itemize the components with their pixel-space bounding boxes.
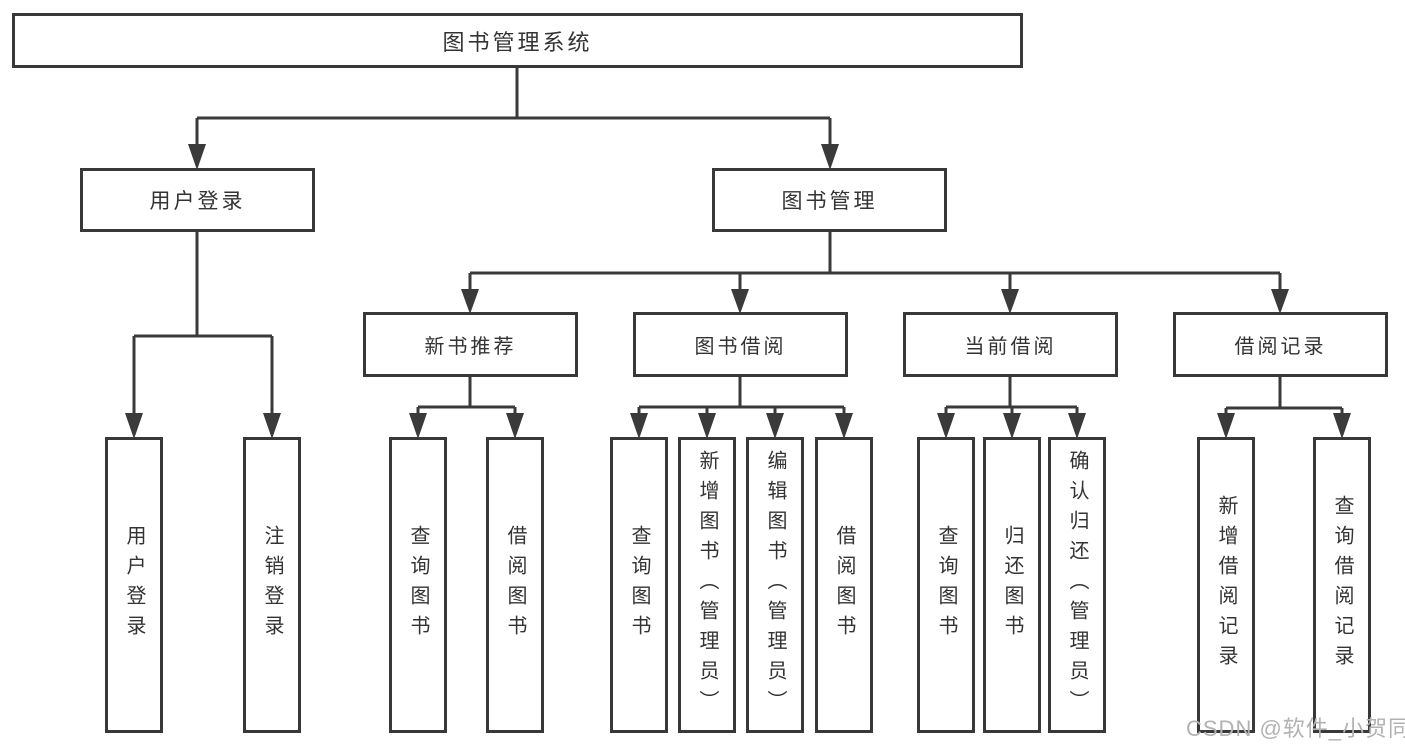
leaf-query-books-borrow-label: 查询图书 — [628, 525, 650, 645]
arrowhead — [1217, 413, 1235, 439]
arrowhead — [630, 413, 648, 439]
leaf-user-login-label: 用户登录 — [123, 525, 145, 645]
arrowhead — [1001, 289, 1019, 314]
arrowhead — [698, 413, 716, 439]
leaf-add-borrow-record: 新增借阅记录 — [1197, 437, 1255, 733]
arrowhead — [188, 144, 206, 170]
arrowhead — [766, 413, 784, 439]
arrowhead — [821, 144, 839, 170]
leaf-logout: 注销登录 — [243, 437, 301, 733]
leaf-query-borrow-record-label: 查询借阅记录 — [1331, 495, 1353, 675]
node-current-borrowing: 当前借阅 — [903, 312, 1118, 377]
leaf-add-borrow-record-label: 新增借阅记录 — [1215, 495, 1237, 675]
leaf-logout-label: 注销登录 — [261, 525, 283, 645]
leaf-borrow-books-recommend: 借阅图书 — [486, 437, 544, 733]
leaf-edit-books-admin-label: 编辑图书（管理员） — [764, 450, 786, 720]
arrowhead — [937, 413, 955, 439]
node-root: 图书管理系统 — [12, 13, 1023, 68]
arrowhead — [125, 413, 143, 439]
csdn-watermark: CSDN @软件_小贺同学 — [1186, 716, 1405, 741]
node-new-book-recommendation-label: 新书推荐 — [424, 336, 517, 358]
arrowhead — [1271, 289, 1289, 314]
node-user-login-label: 用户登录 — [149, 190, 246, 213]
arrowhead — [835, 413, 853, 439]
arrowhead — [409, 413, 427, 439]
node-root-label: 图书管理系统 — [442, 29, 593, 55]
node-current-borrowing-label: 当前借阅 — [964, 336, 1057, 358]
arrowhead — [461, 289, 479, 314]
leaf-add-books-admin-label: 新增图书（管理员） — [696, 450, 718, 720]
leaf-query-books-borrow: 查询图书 — [610, 437, 668, 733]
leaf-borrow-books-label: 借阅图书 — [833, 525, 855, 645]
node-borrowing-records: 借阅记录 — [1173, 312, 1388, 377]
arrowhead — [731, 289, 749, 314]
arrowhead — [506, 413, 524, 439]
arrowhead — [1003, 413, 1021, 439]
leaf-borrow-books: 借阅图书 — [815, 437, 873, 733]
leaf-borrow-books-recommend-label: 借阅图书 — [504, 525, 526, 645]
node-book-management-label: 图书管理 — [781, 190, 878, 213]
arrowhead — [1068, 413, 1086, 439]
leaf-user-login: 用户登录 — [105, 437, 163, 733]
node-user-login: 用户登录 — [80, 168, 315, 232]
leaf-query-books-current: 查询图书 — [917, 437, 975, 733]
node-new-book-recommendation: 新书推荐 — [363, 312, 578, 377]
leaf-edit-books-admin: 编辑图书（管理员） — [746, 437, 804, 733]
leaf-return-books: 归还图书 — [983, 437, 1041, 733]
leaf-add-books-admin: 新增图书（管理员） — [678, 437, 736, 733]
leaf-query-books-recommend-label: 查询图书 — [407, 525, 429, 645]
leaf-query-books-current-label: 查询图书 — [935, 525, 957, 645]
leaf-confirm-return-admin: 确认归还（管理员） — [1048, 437, 1106, 733]
leaf-return-books-label: 归还图书 — [1001, 525, 1023, 645]
node-book-management: 图书管理 — [712, 168, 947, 232]
arrowhead — [263, 413, 281, 439]
node-book-borrowing: 图书借阅 — [633, 312, 848, 377]
leaf-query-books-recommend: 查询图书 — [389, 437, 447, 733]
arrowhead — [1333, 413, 1351, 439]
leaf-confirm-return-admin-label: 确认归还（管理员） — [1066, 450, 1088, 720]
node-borrowing-records-label: 借阅记录 — [1234, 336, 1327, 358]
node-book-borrowing-label: 图书借阅 — [694, 336, 787, 358]
leaf-query-borrow-record: 查询借阅记录 — [1313, 437, 1371, 733]
